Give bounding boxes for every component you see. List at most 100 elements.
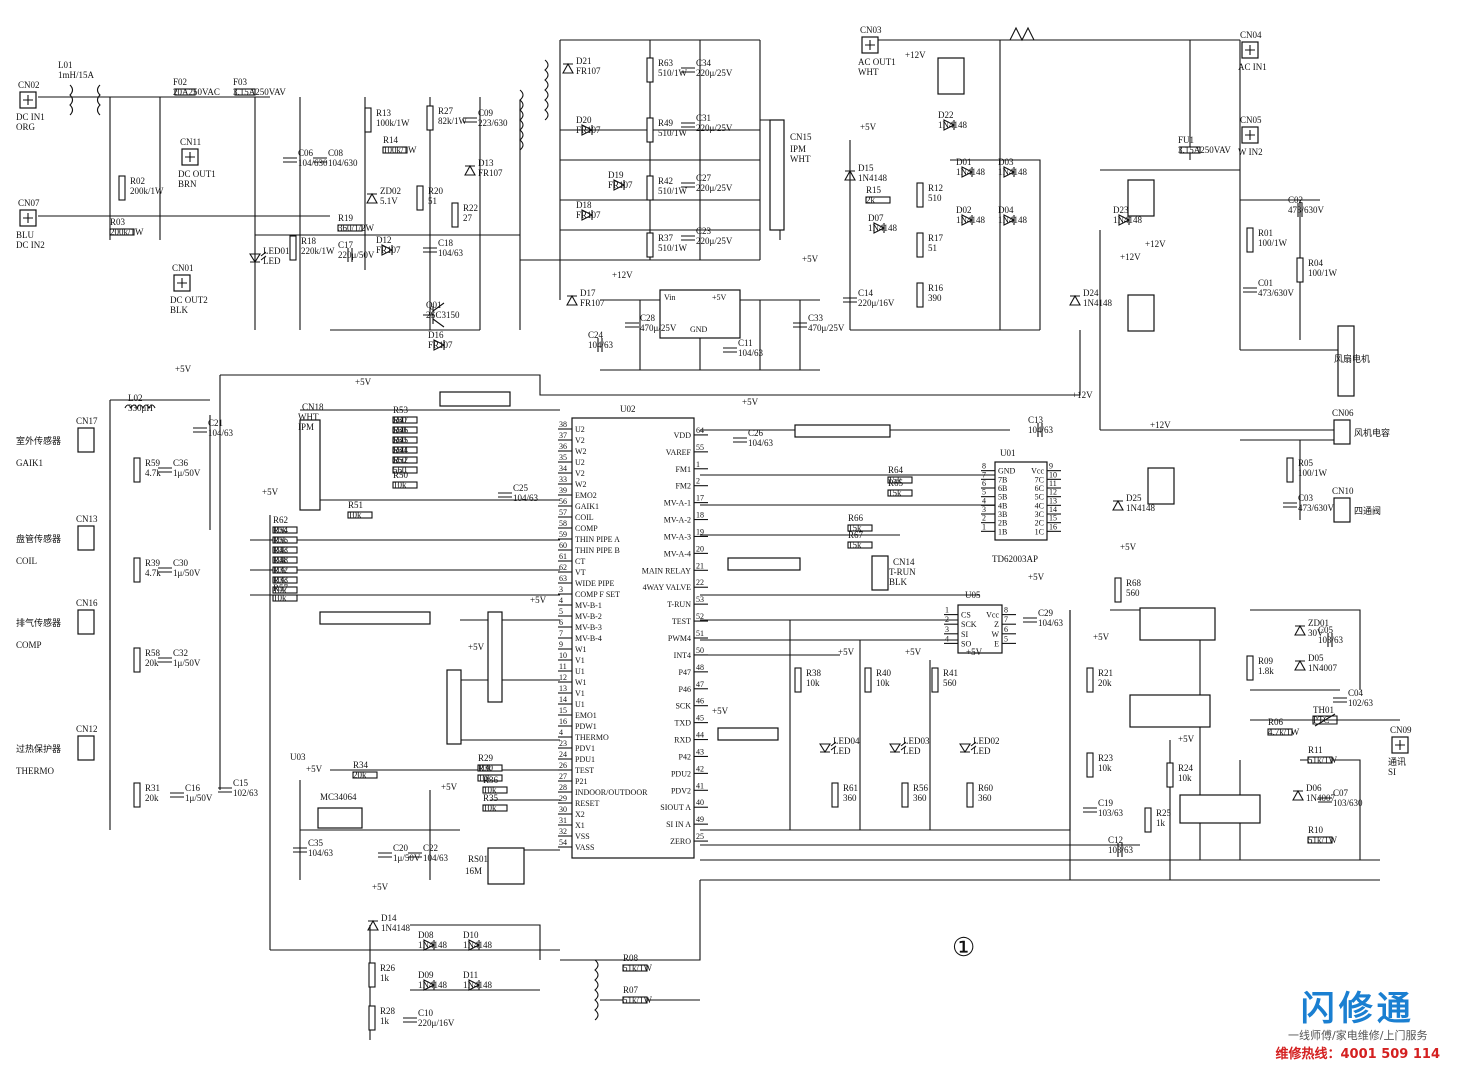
pin-name: W1: [575, 645, 587, 654]
c09-value: 223/630: [478, 118, 508, 128]
r17-value: 51: [928, 243, 937, 253]
d22-symbol: [943, 119, 956, 131]
pin-number: 5: [559, 607, 563, 616]
cn01-terminal-cross: [177, 278, 187, 288]
c07-ref: C07: [1333, 788, 1349, 798]
cn05-label: W IN2: [1238, 147, 1263, 157]
c27-symbol: [681, 182, 695, 188]
cn12-ref: CN12: [76, 724, 98, 734]
r21-symbol: [1086, 667, 1094, 693]
mcu-u02: 38U237V236W235U234V233W239EMO256GAIK157C…: [558, 417, 708, 859]
d10-value: 1N4148: [463, 940, 492, 950]
pin-name: MV-A-1: [664, 499, 691, 508]
led01-value: LED: [263, 256, 281, 266]
pin-number: 3: [945, 625, 949, 634]
r64-value: 15k: [888, 475, 902, 485]
c28-value: 470μ/25V: [640, 323, 677, 333]
pin-number: 44: [696, 731, 704, 740]
cn12-label: THERMO: [16, 766, 55, 776]
r60-symbol: [966, 782, 974, 808]
d12-value: FR107: [376, 245, 401, 255]
pin-name: RESET: [575, 799, 600, 808]
c28-symbol: [625, 322, 639, 328]
r57-symbol: [272, 594, 298, 602]
zd01-ref: ZD01: [1308, 618, 1329, 628]
pin-name: 5B: [998, 493, 1007, 502]
d06-symbol: [1292, 789, 1304, 801]
cn18-ref: CN18: [302, 402, 324, 412]
ra05-array: [794, 424, 891, 438]
pin-name: GAIK1: [575, 502, 599, 511]
regulator-body: [659, 289, 741, 339]
driver-ref: U01: [1000, 448, 1016, 458]
d14-value: 1N4148: [381, 923, 410, 933]
d08-value: 1N4148: [418, 940, 447, 950]
c30-symbol: [158, 567, 172, 573]
c21-symbol: [193, 427, 207, 433]
r33-ref: R33: [273, 575, 289, 585]
d22-ref: D22: [938, 110, 954, 120]
ry02-coil: [1127, 294, 1155, 332]
pin-name: 6C: [1035, 484, 1044, 493]
c33-symbol: [793, 322, 807, 328]
pin-name: CT: [575, 557, 585, 566]
cn11-label: DC OUT1: [178, 169, 216, 179]
c18-ref: C18: [438, 238, 454, 248]
pin-number: 53: [696, 595, 704, 604]
rail-5v: +5V: [530, 595, 547, 605]
r27-value: 82k/1W: [438, 116, 468, 126]
pin-name: VDD: [674, 431, 692, 440]
pin-number: 17: [696, 494, 704, 503]
r08-value: 51k/1W: [623, 963, 653, 973]
pin-name: W2: [575, 480, 587, 489]
r58-ref: R58: [145, 648, 161, 658]
c03-ref: C03: [1298, 493, 1314, 503]
c06-symbol: [283, 157, 297, 163]
d24-ref: D24: [1083, 288, 1099, 298]
cn01-ref: CN01: [172, 263, 194, 273]
r26-ref: R26: [380, 963, 396, 973]
c29-value: 104/63: [1038, 618, 1064, 628]
cn03-ref: CN03: [860, 25, 882, 35]
pin-name: SCK: [961, 620, 977, 629]
c02-value: 473/630V: [1288, 205, 1325, 215]
r03-symbol: [109, 228, 135, 236]
pin-number: 19: [696, 527, 704, 536]
pin-name: COMP F SET: [575, 590, 620, 599]
zd02-value: 5.1V: [380, 196, 398, 206]
pin-name: W1: [575, 678, 587, 687]
mcu-ref: U02: [620, 404, 636, 414]
r31-value: 20k: [145, 793, 159, 803]
pin-number: 55: [696, 443, 704, 452]
d20-ref: D20: [576, 115, 592, 125]
r12-value: 510: [928, 193, 942, 203]
c04-symbol: [1333, 697, 1347, 703]
pin-number: 18: [696, 511, 704, 520]
pin-name: PWM4: [668, 634, 691, 643]
cn10-label: 四通阀: [1354, 506, 1381, 516]
d19-value: FR107: [608, 180, 633, 190]
pin-number: 1: [982, 522, 986, 531]
c20-symbol: [378, 852, 392, 858]
pin-number: 42: [696, 764, 704, 773]
pin-name: CS: [961, 611, 971, 620]
pin-number: 64: [696, 426, 704, 435]
c22-ref: C22: [423, 843, 438, 853]
pin-name: PDW1: [575, 722, 597, 731]
d05-value: 1N4007: [1308, 663, 1337, 673]
d03-value: 1N4148: [998, 167, 1027, 177]
r50-symbol: [392, 481, 418, 489]
pin-name: VSS: [575, 832, 590, 841]
r38-symbol: [794, 667, 802, 693]
d06-value: 1N4007: [1306, 793, 1335, 803]
r41-symbol: [931, 667, 939, 693]
pin-number: 1: [945, 606, 949, 615]
pin-number: 59: [559, 530, 567, 539]
r16-symbol: [916, 282, 924, 308]
r17-symbol: [916, 232, 924, 258]
regulator-pin: GND: [690, 325, 708, 334]
d12-symbol: [381, 244, 394, 256]
pin-number: 8: [982, 462, 986, 471]
c10-value: 220μ/16V: [418, 1018, 455, 1028]
c17-ref: C17: [338, 240, 354, 250]
